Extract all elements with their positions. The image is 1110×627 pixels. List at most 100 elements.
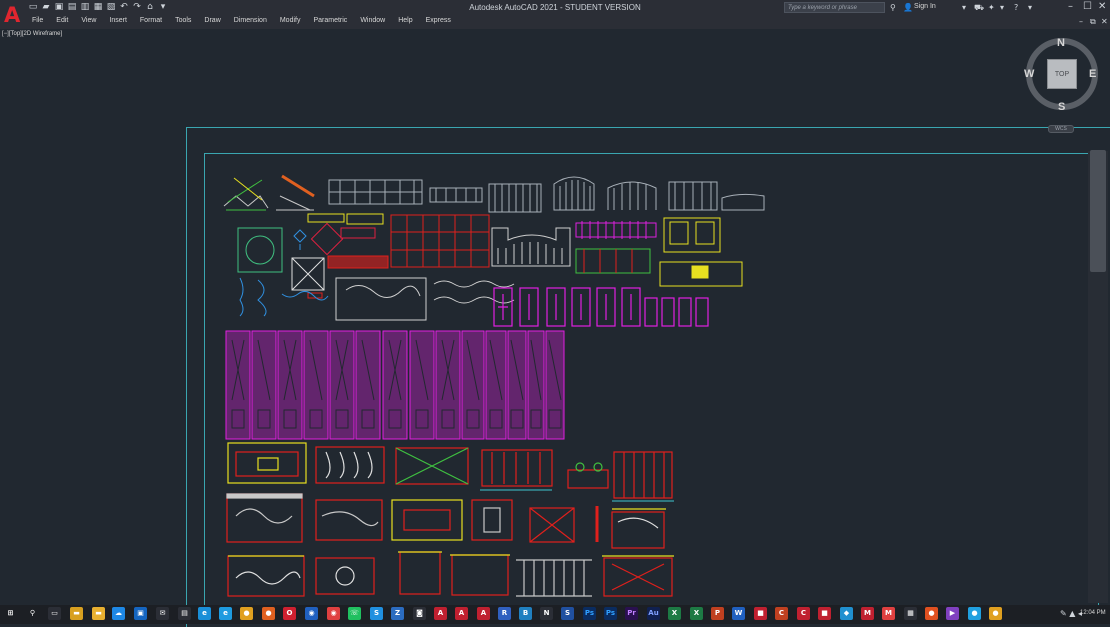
menu-express[interactable]: Express — [425, 17, 451, 24]
internet-explorer-icon[interactable]: e — [219, 607, 232, 620]
save-icon[interactable]: ▣ — [54, 2, 64, 12]
app-s-icon[interactable]: S — [561, 607, 574, 620]
menu-help[interactable]: Help — [398, 17, 413, 24]
mail-icon[interactable]: ✉ — [156, 607, 169, 620]
app-m2-icon[interactable]: M — [882, 607, 895, 620]
help-menu-dropdown-icon[interactable]: ▾ — [1028, 3, 1033, 12]
sign-in-button[interactable]: Sign In — [914, 3, 936, 10]
navisworks-icon[interactable]: N — [540, 607, 553, 620]
scrollbar-thumb[interactable] — [1090, 150, 1106, 272]
app-m-icon[interactable]: M — [861, 607, 874, 620]
save-as-icon[interactable]: ▤ — [67, 2, 77, 12]
cart-icon[interactable]: ⛟ — [974, 3, 985, 12]
save-web-icon[interactable]: ▦ — [93, 2, 103, 12]
menu-edit[interactable]: Edit — [56, 17, 69, 24]
app-red2-icon[interactable]: ■ — [818, 607, 831, 620]
app-b-icon[interactable]: B — [519, 607, 532, 620]
binoculars-icon[interactable]: ⚲ — [890, 3, 896, 12]
share-icon[interactable]: ⌂ — [147, 2, 153, 12]
plot-icon[interactable]: ▧ — [106, 2, 116, 12]
powerpoint-icon[interactable]: P — [711, 607, 724, 620]
doc-restore-button[interactable]: ⧉ — [1090, 17, 1096, 26]
store-icon[interactable]: ▣ — [134, 607, 147, 620]
drawing-canvas[interactable] — [0, 29, 1110, 605]
app-icon-3[interactable]: ▦ — [904, 607, 917, 620]
task-view-icon[interactable]: ▭ — [48, 607, 61, 620]
redo-icon[interactable]: ↷ — [133, 2, 141, 12]
app-red-icon[interactable]: ■ — [754, 607, 767, 620]
excel-icon[interactable]: X — [668, 607, 681, 620]
compass-south[interactable]: S — [1058, 101, 1066, 113]
windows-start-icon[interactable]: ⊞ — [7, 609, 14, 617]
system-tray-icons[interactable]: ✎ ▲ ◂ — [1060, 609, 1082, 618]
menu-dimension[interactable]: Dimension — [233, 17, 267, 24]
zalo-icon[interactable]: Z — [391, 607, 404, 620]
app-blue-icon[interactable]: ◆ — [840, 607, 853, 620]
doc-minimize-button[interactable]: – — [1079, 17, 1083, 26]
viewcube-compass[interactable] — [1026, 38, 1098, 110]
app-yellow-icon[interactable]: ● — [989, 607, 1002, 620]
autocad-2-icon[interactable]: A — [455, 607, 468, 620]
autocad-logo[interactable]: A — [4, 3, 21, 27]
app-c-icon[interactable]: C — [775, 607, 788, 620]
menu-file[interactable]: File — [32, 17, 44, 24]
menu-tools[interactable]: Tools — [175, 17, 192, 24]
taskbar-clock[interactable]: 12:04 PM — [1080, 610, 1106, 616]
help-dropdown-icon[interactable]: ▾ — [1000, 3, 1005, 12]
user-icon[interactable]: 👤 — [903, 3, 913, 12]
camera-icon[interactable]: ◙ — [413, 607, 426, 620]
compass-north[interactable]: N — [1057, 37, 1065, 49]
customize-dropdown-icon[interactable]: ▾ — [160, 2, 166, 12]
menu-draw[interactable]: Draw — [204, 17, 221, 24]
compass-east[interactable]: E — [1089, 68, 1097, 80]
app-c2-icon[interactable]: C — [797, 607, 810, 620]
viewcube-top-face[interactable]: TOP — [1047, 59, 1077, 89]
menu-format[interactable]: Format — [139, 17, 163, 24]
menu-modify[interactable]: Modify — [279, 17, 301, 24]
app-icon-1[interactable]: ◉ — [305, 607, 318, 620]
file-explorer-icon[interactable]: ▬ — [70, 607, 83, 620]
firefox-icon[interactable]: ● — [262, 607, 275, 620]
search-icon[interactable]: ⚲ — [29, 609, 36, 617]
sign-in-dropdown-icon[interactable]: ▾ — [962, 3, 967, 12]
onedrive-icon[interactable]: ☁ — [112, 607, 125, 620]
viewport-controls[interactable]: [−][Top][2D Wireframe] — [2, 31, 63, 37]
app-cyan-icon[interactable]: ● — [968, 607, 981, 620]
folder-icon[interactable]: ▬ — [92, 607, 105, 620]
word-icon[interactable]: W — [732, 607, 745, 620]
undo-icon[interactable]: ↶ — [120, 2, 128, 12]
help-icon[interactable]: ? — [1014, 3, 1019, 12]
menu-insert[interactable]: Insert — [109, 17, 127, 24]
edge-icon[interactable]: e — [198, 607, 211, 620]
minimize-button[interactable]: – — [1068, 1, 1073, 12]
search-input[interactable]: Type a keyword or phrase — [784, 2, 885, 13]
revit-icon[interactable]: R — [498, 607, 511, 620]
autocad-3-icon[interactable]: A — [477, 607, 490, 620]
photos-icon[interactable]: ▤ — [178, 607, 191, 620]
excel-2-icon[interactable]: X — [690, 607, 703, 620]
compass-west[interactable]: W — [1024, 68, 1035, 80]
menu-parametric[interactable]: Parametric — [313, 17, 348, 24]
autocad-taskbar-icon[interactable]: A — [434, 607, 447, 620]
close-button[interactable]: ✕ — [1098, 1, 1107, 12]
chrome-icon[interactable]: ● — [240, 607, 253, 620]
ucs-menu[interactable]: WCS — [1048, 125, 1074, 133]
whatsapp-icon[interactable]: ☏ — [348, 607, 361, 620]
premiere-icon[interactable]: Pr — [625, 607, 638, 620]
menu-window[interactable]: Window — [360, 17, 386, 24]
app-orange-icon[interactable]: ● — [925, 607, 938, 620]
new-icon[interactable]: ▭ — [28, 2, 38, 12]
audition-icon[interactable]: Au — [647, 607, 660, 620]
maximize-button[interactable]: ☐ — [1083, 1, 1092, 12]
open-icon[interactable]: ▰ — [42, 2, 50, 12]
open-web-icon[interactable]: ▥ — [80, 2, 90, 12]
app-icon-2[interactable]: ◉ — [327, 607, 340, 620]
opera-icon[interactable]: O — [283, 607, 296, 620]
menu-view[interactable]: View — [81, 17, 97, 24]
app-purple-icon[interactable]: ▶ — [946, 607, 959, 620]
photoshop-2-icon[interactable]: Ps — [604, 607, 617, 620]
skype-icon[interactable]: S — [370, 607, 383, 620]
doc-close-button[interactable]: ✕ — [1101, 17, 1108, 26]
photoshop-icon[interactable]: Ps — [583, 607, 596, 620]
autodesk-app-icon[interactable]: ✦ — [988, 3, 995, 12]
